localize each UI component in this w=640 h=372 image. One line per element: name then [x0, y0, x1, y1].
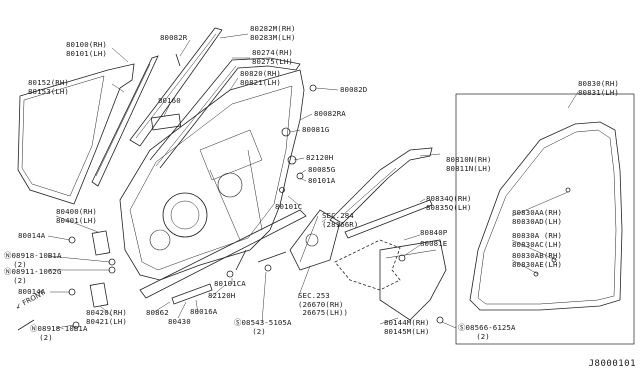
- label-82120h-bot: 82120H: [208, 291, 236, 300]
- label-sec253: SEC.253(26670(RH) 26675(LH)): [298, 291, 349, 318]
- label-08566: Ⓢ08566-6125A (2): [458, 323, 516, 341]
- detail-box: [455, 93, 635, 345]
- belt-moulding: [91, 55, 159, 187]
- trim-bracket: [379, 239, 447, 321]
- label-sec284: SEC.284(28166R): [322, 211, 359, 229]
- label-08543: Ⓢ08543-5105A (2): [234, 318, 292, 336]
- label-80810n: 80810N(RH)80811N(LH): [446, 155, 492, 173]
- label-80016a: 80016A: [190, 307, 218, 316]
- label-80820: 80820(RH)80821(LH): [240, 69, 281, 87]
- label-80101c: 80101C: [275, 202, 303, 211]
- pad-80160: [150, 113, 182, 131]
- label-80082d: 80082D: [340, 85, 368, 94]
- label-80830a: 80830A (RH)80830AC(LH): [512, 231, 563, 249]
- label-80274: 80274(RH)80275(LH): [252, 48, 293, 66]
- sealing-screen: [334, 239, 401, 291]
- label-80014a-top: 80014A: [18, 231, 46, 240]
- weatherstrip-80820: [129, 27, 223, 147]
- label-80430: 80430: [168, 317, 191, 326]
- label-80082ra: 80082RA: [314, 109, 346, 118]
- glass-run-channel: [329, 147, 433, 227]
- label-80101a: 80101A: [308, 176, 336, 185]
- label-80830ab: 80830AB(RH)80830AE(LH): [512, 251, 563, 269]
- label-82120h-top: 82120H: [306, 153, 334, 162]
- door-inner-panel: [119, 69, 305, 281]
- label-80152: 80152(RH)80153(LH): [28, 78, 69, 96]
- label-80834q: 80834Q(RH)80835Q(LH): [426, 194, 472, 212]
- label-08911: Ⓝ08911-1062G (2): [4, 267, 62, 285]
- label-80830aa: 80830AA(RH)80830AD(LH): [512, 208, 563, 226]
- label-80082r: 80082R: [160, 33, 188, 42]
- label-80840p: 80840P: [420, 228, 448, 237]
- label-80420: 80420(RH)80421(LH): [86, 308, 127, 326]
- body-weatherstrip: [469, 121, 623, 311]
- door-outer-panel: [17, 63, 135, 205]
- door-sash: [149, 57, 301, 169]
- check-link: [171, 283, 213, 305]
- label-80101ca: 80101CA: [214, 279, 246, 288]
- window-regulator: [289, 209, 341, 271]
- label-08918-top: Ⓝ08918-10B1A (2): [4, 251, 62, 269]
- label-80081g: 80081G: [302, 125, 330, 134]
- sill-strip: [139, 209, 307, 299]
- label-80862: 80862: [146, 308, 169, 317]
- lower-hinge: [89, 282, 109, 308]
- diagram-code: J8000101: [588, 359, 636, 369]
- label-80160: 80160: [158, 96, 181, 105]
- regulator-opening: [162, 192, 208, 238]
- label-08918-bot: Ⓝ08918-10B1A (2): [30, 324, 88, 342]
- inner-belt-strip: [344, 199, 433, 239]
- label-80014a-bot: 80014A: [18, 287, 46, 296]
- label-80100: 80100(RH)80101(LH): [66, 40, 107, 58]
- upper-hinge: [91, 230, 111, 256]
- label-80282m: 80282M(RH)80283M(LH): [250, 24, 296, 42]
- label-80830: 80830(RH)80831(LH): [578, 79, 619, 97]
- label-80085g: 80085G: [308, 165, 336, 174]
- label-80081e: 80081E: [420, 239, 448, 248]
- label-80400: 80400(RH)80401(LH): [56, 207, 97, 225]
- label-80144m: 80144M(RH)80145M(LH): [384, 318, 430, 336]
